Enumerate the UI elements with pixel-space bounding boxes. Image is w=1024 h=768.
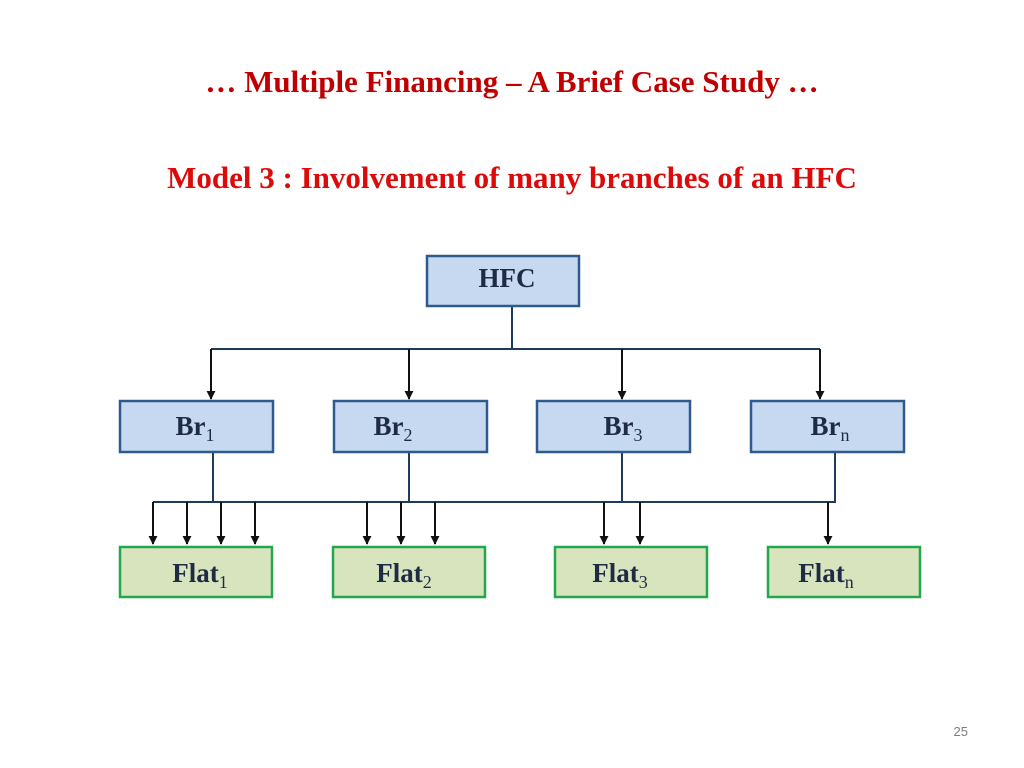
hfc-box-frame bbox=[425, 254, 581, 308]
slide-subtitle: Model 3 : Involvement of many branches o… bbox=[167, 160, 857, 195]
branch-box-3-frame bbox=[535, 399, 692, 454]
branch-label-2: Br2 bbox=[374, 411, 413, 445]
flat-label-2: Flat2 bbox=[376, 558, 432, 592]
branch-box-4: Brn bbox=[749, 399, 906, 454]
flat-box-3: Flat3 bbox=[553, 545, 709, 599]
hfc-box: HFC bbox=[425, 254, 581, 308]
branch-box-4-frame bbox=[749, 399, 906, 454]
hfc-label: HFC bbox=[479, 263, 536, 293]
flat-box-1-frame bbox=[118, 545, 274, 599]
branch-box-1: Br1 bbox=[118, 399, 275, 454]
flat-box-2-frame bbox=[331, 545, 487, 599]
branch-label-1: Br1 bbox=[176, 411, 215, 445]
slide-title: … Multiple Financing – A Brief Case Stud… bbox=[205, 64, 819, 99]
flat-box-2: Flat2 bbox=[331, 545, 487, 599]
branch-box-1-frame bbox=[118, 399, 275, 454]
flat-label-3: Flat3 bbox=[592, 558, 648, 592]
page-number: 25 bbox=[953, 724, 968, 739]
branch-box-2: Br2 bbox=[332, 399, 489, 454]
flat-label-4: Flatn bbox=[798, 558, 854, 592]
branch-box-3: Br3 bbox=[535, 399, 692, 454]
flat-box-4-frame bbox=[766, 545, 922, 599]
branch-label-4: Brn bbox=[811, 411, 850, 445]
branch-label-3: Br3 bbox=[604, 411, 643, 445]
flat-box-4: Flatn bbox=[766, 545, 922, 599]
flat-label-1: Flat1 bbox=[172, 558, 228, 592]
connector-lines bbox=[148, 306, 836, 545]
flat-box-3-frame bbox=[553, 545, 709, 599]
flat-box-1: Flat1 bbox=[118, 545, 274, 599]
branch-box-2-frame bbox=[332, 399, 489, 454]
